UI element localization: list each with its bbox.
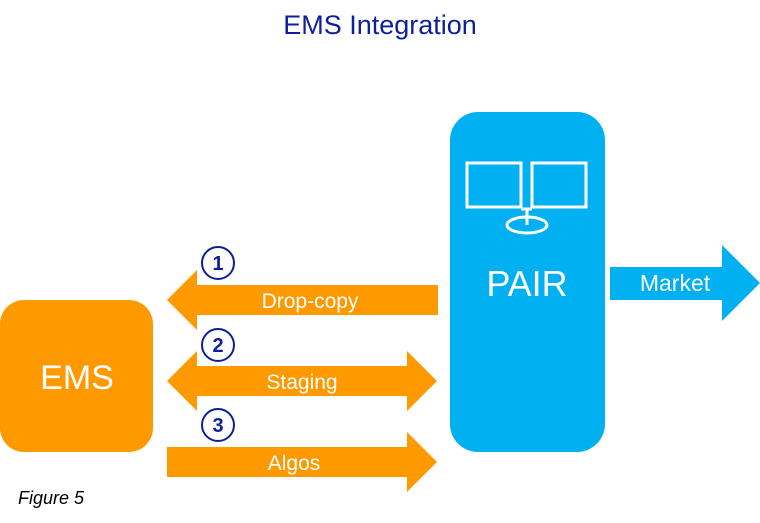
ems-label: EMS: [40, 359, 114, 397]
ems-node: EMS: [0, 300, 153, 452]
drop-copy-arrow: [167, 270, 438, 330]
drop-copy-label: Drop-copy: [262, 290, 359, 313]
ems-box: [0, 300, 153, 452]
flow-staging: Staging 2: [167, 328, 437, 411]
step-3-circle: [201, 408, 235, 442]
step-2-number: 2: [212, 335, 223, 357]
staging-arrow: [167, 351, 437, 411]
diagram-title: EMS Integration: [283, 10, 477, 40]
dual-monitor-icon: [465, 161, 588, 235]
market-arrow: [610, 245, 760, 321]
flow-algos: Algos 3: [167, 408, 437, 492]
staging-label: Staging: [266, 371, 337, 394]
pair-box: [450, 112, 605, 452]
market-label: Market: [640, 270, 711, 296]
figure-caption: Figure 5: [18, 488, 85, 508]
step-2-circle: [201, 328, 235, 362]
step-3-number: 3: [212, 415, 223, 437]
flow-market: Market: [610, 245, 760, 321]
algos-label: Algos: [268, 452, 321, 475]
step-1-number: 1: [212, 253, 223, 275]
pair-label: PAIR: [486, 263, 567, 304]
pair-node: PAIR: [450, 112, 605, 452]
step-1-circle: [201, 246, 235, 280]
algos-arrow: [167, 432, 437, 492]
flow-drop-copy: Drop-copy 1: [167, 246, 438, 330]
